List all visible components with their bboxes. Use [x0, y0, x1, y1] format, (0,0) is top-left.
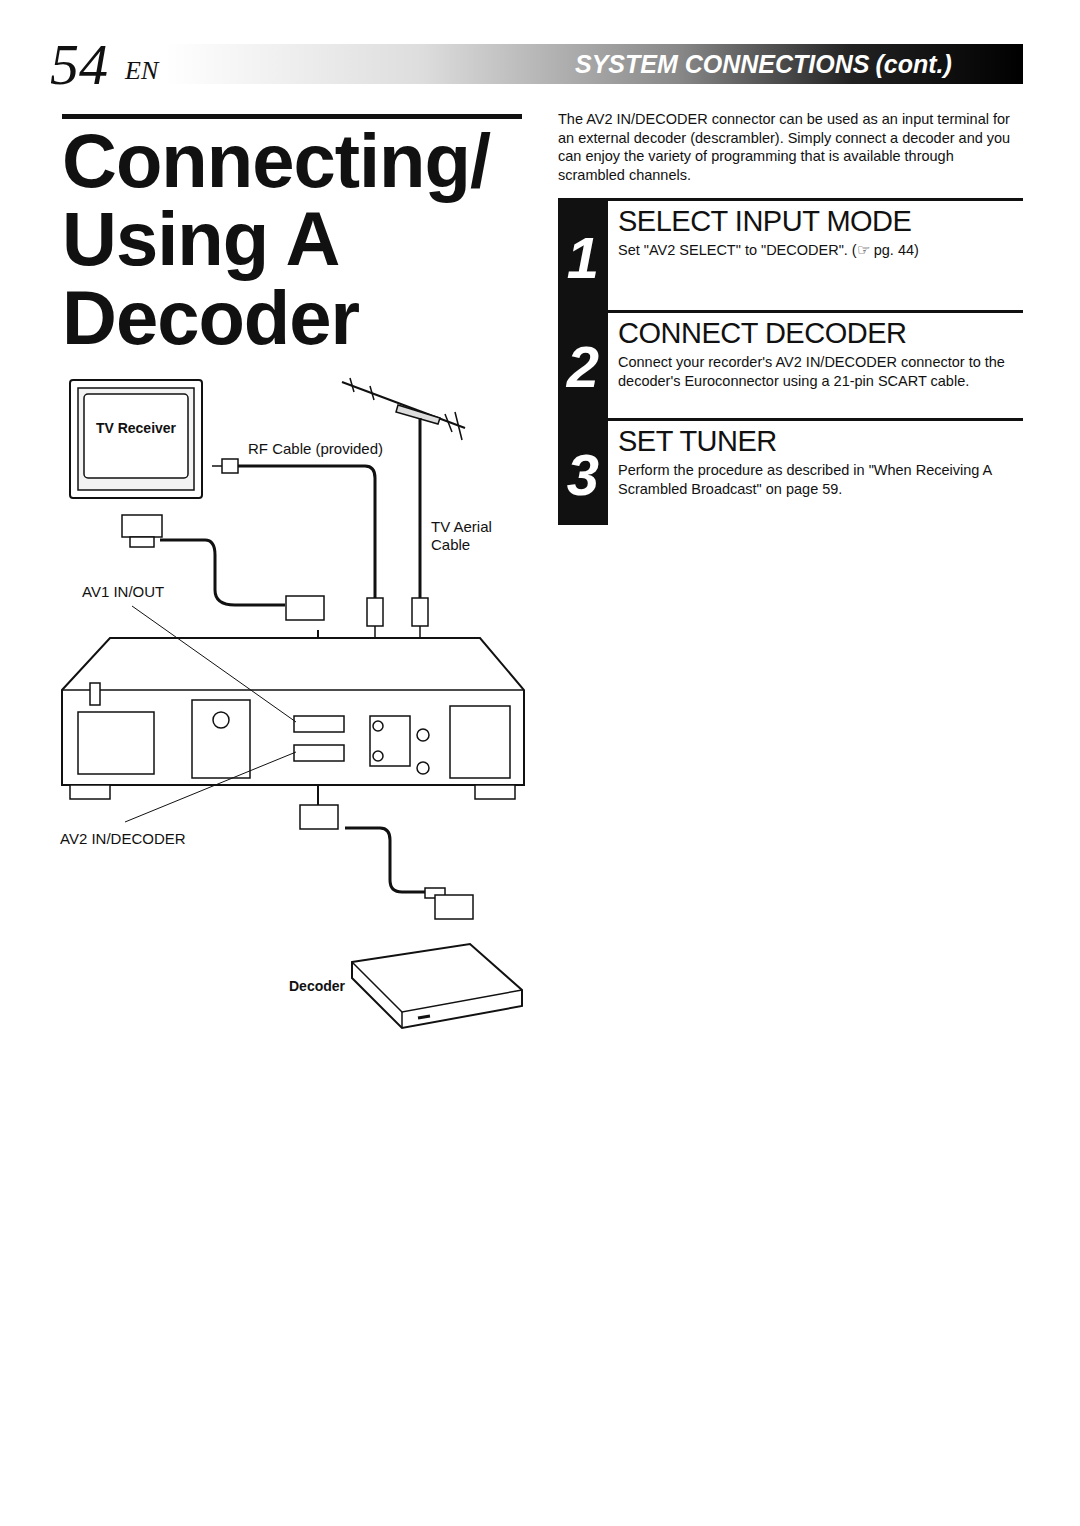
- connector-label: AV1 IN/OUT: [82, 583, 164, 601]
- page-number: 54: [50, 30, 108, 100]
- step-band: 2 CONNECT DECODERConnect your recorder's …: [558, 310, 1023, 418]
- step-heading: SELECT INPUT MODE: [618, 205, 911, 238]
- intro-text: The AV2 IN/DECODER connector can be used…: [558, 110, 1023, 184]
- title-rule: [62, 114, 522, 119]
- cable-label: TV Aerial Cable: [431, 518, 511, 554]
- device-label: Decoder: [282, 978, 352, 994]
- step-heading: CONNECT DECODER: [618, 317, 906, 350]
- decoder-unit: Decoder: [282, 978, 352, 994]
- device-label: TV Receiver: [86, 420, 186, 436]
- tv-receiver: TV Receiver: [86, 420, 186, 436]
- step-heading: SET TUNER: [618, 425, 777, 458]
- step-text: Perform the procedure as described in "W…: [618, 461, 1023, 498]
- page-title: Connecting/ Using A Decoder: [62, 122, 532, 357]
- step-number: 3: [558, 446, 608, 504]
- section-header: SYSTEM CONNECTIONS: [575, 49, 869, 79]
- step-text: Connect your recorder's AV2 IN/DECODER c…: [618, 353, 1023, 390]
- connector-label: AV2 IN/DECODER: [60, 830, 186, 848]
- language-code: EN: [125, 55, 158, 86]
- step-band: 1 SELECT INPUT MODE Set "AV2 SELECT" to "D…: [558, 198, 1023, 310]
- step-number: 1: [558, 229, 608, 287]
- step-band: 3 SET TUNERPerform the procedure as descr…: [558, 418, 1023, 525]
- step-number: 2: [558, 338, 608, 396]
- step-text: Set "AV2 SELECT" to "DECODER". (☞ pg. 44…: [618, 241, 1023, 260]
- cable-label: RF Cable (provided): [248, 440, 383, 458]
- section-cont: (cont.): [875, 49, 951, 79]
